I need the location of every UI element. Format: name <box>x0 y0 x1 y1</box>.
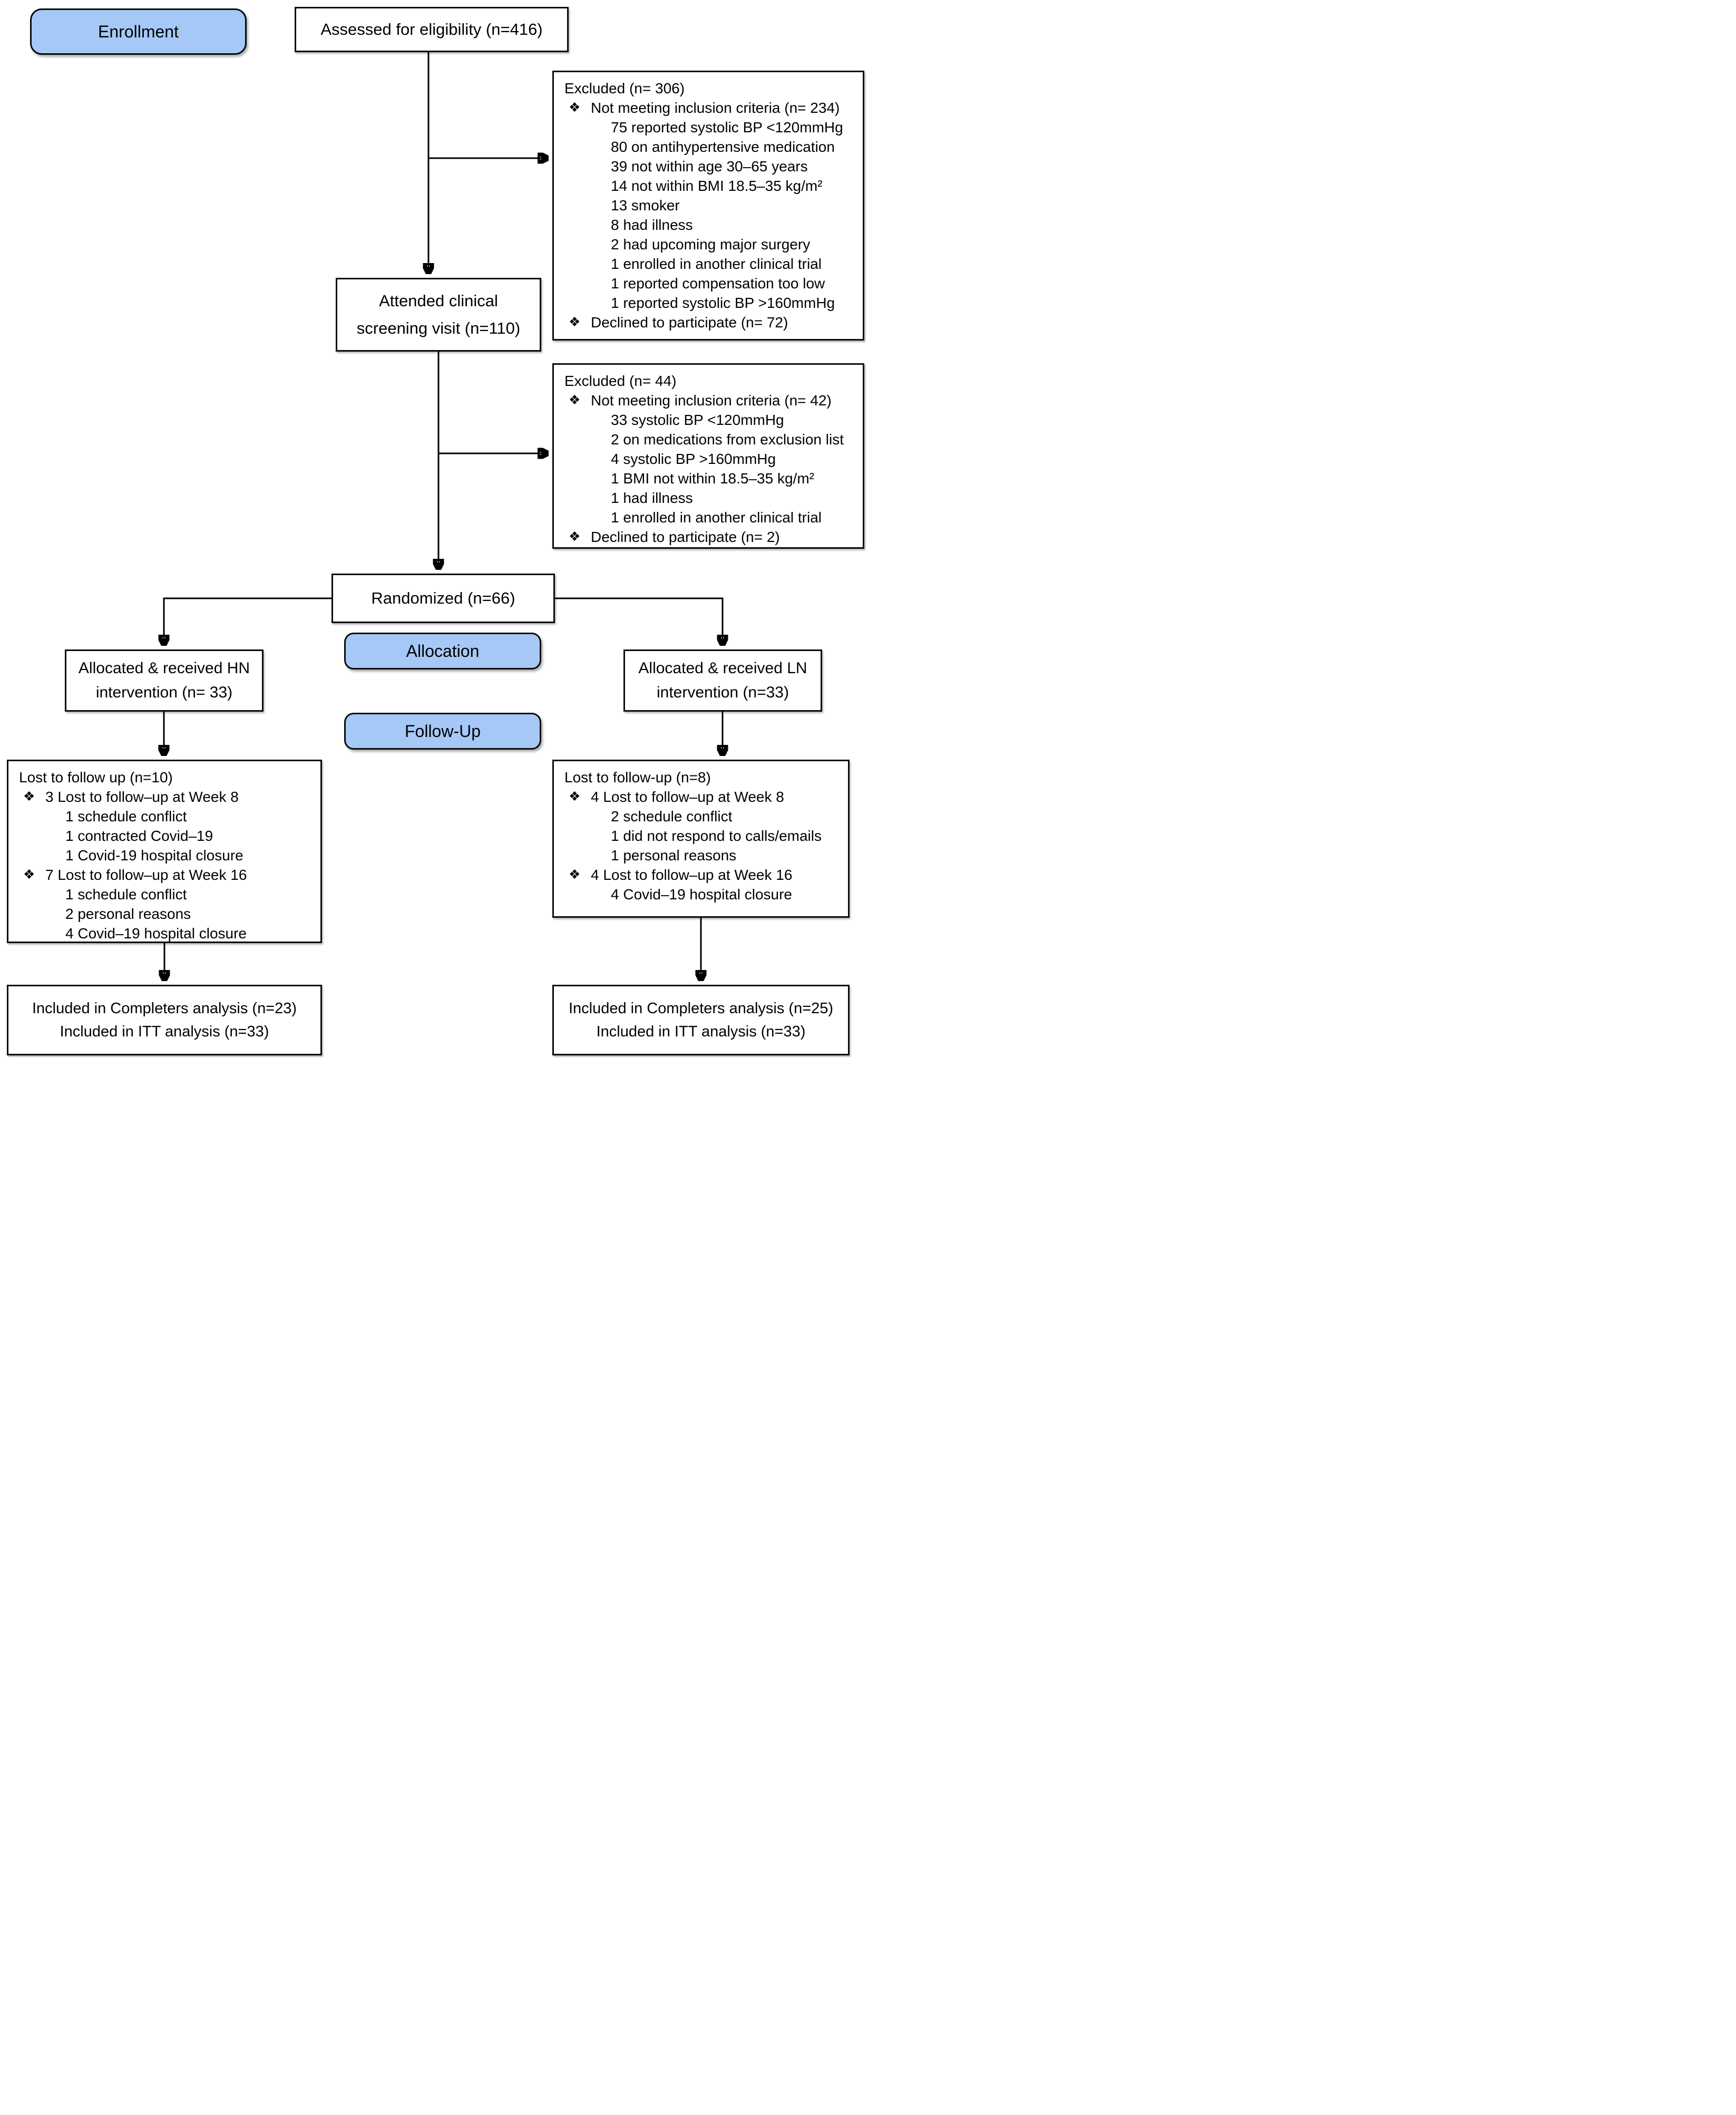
band-enrollment: Enrollment <box>30 8 247 55</box>
bullet-icon: ❖ <box>23 789 35 804</box>
excluded-2-title: Excluded (n= 44) <box>564 373 677 389</box>
box-allocated-ln-line2: intervention (n=33) <box>657 684 789 701</box>
box-lost-right: Lost to follow-up (n=8) ❖ 4 Lost to follo… <box>552 760 850 918</box>
arrow-randomized-to-alloc-left <box>164 597 331 644</box>
box-allocated-hn-line1: Allocated & received HN <box>78 659 250 677</box>
lost-right-item: 1 personal reasons <box>611 847 737 864</box>
box-analysis-left: Included in Completers analysis (n=23) I… <box>7 985 322 1055</box>
excluded-1-item: 8 had illness <box>611 217 693 233</box>
lost-left-item: 1 Covid-19 hospital closure <box>65 847 243 864</box>
box-allocated-ln-line1: Allocated & received LN <box>638 659 807 677</box>
lost-left-item: 1 schedule conflict <box>65 808 187 824</box>
bullet-icon: ❖ <box>569 100 581 115</box>
excluded-2-item: 1 enrolled in another clinical trial <box>611 509 822 526</box>
box-allocated-ln: Allocated & received LN intervention (n=… <box>623 649 822 712</box>
excluded-1-item: 13 smoker <box>611 197 680 214</box>
excluded-1-item: 1 reported systolic BP >160mmHg <box>611 295 835 311</box>
lost-right-item: 4 Covid–19 hospital closure <box>611 886 792 903</box>
band-enrollment-label: Enrollment <box>98 22 179 41</box>
excluded-1-item: 1 enrolled in another clinical trial <box>611 256 822 272</box>
excluded-1-item: 75 reported systolic BP <120mmHg <box>611 119 843 135</box>
box-excluded-2: Excluded (n= 44) ❖ Not meeting inclusion … <box>552 363 864 549</box>
excluded-1-item: Declined to participate (n= 72) <box>591 314 788 331</box>
excluded-1-item: 14 not within BMI 18.5–35 kg/m² <box>611 178 823 194</box>
box-randomized: Randomized (n=66) <box>331 574 555 623</box>
excluded-2-item: 33 systolic BP <120mmHg <box>611 412 784 428</box>
excluded-2-item: 1 BMI not within 18.5–35 kg/m² <box>611 470 814 487</box>
box-randomized-label: Randomized (n=66) <box>371 589 515 607</box>
excluded-2-item: 1 had illness <box>611 490 693 506</box>
band-allocation-label: Allocation <box>406 641 480 661</box>
band-follow-up: Follow-Up <box>344 713 541 750</box>
excluded-1-title: Excluded (n= 306) <box>564 80 685 96</box>
box-analysis-right-line2: Included in ITT analysis (n=33) <box>596 1023 806 1040</box>
box-analysis-right: Included in Completers analysis (n=25) I… <box>552 985 850 1055</box>
box-lost-left: Lost to follow up (n=10) ❖ 3 Lost to foll… <box>7 760 322 943</box>
box-attended-screening: Attended clinical screening visit (n=110… <box>336 278 541 352</box>
lost-right-item: 4 Lost to follow–up at Week 8 <box>591 789 784 805</box>
bullet-icon: ❖ <box>569 789 581 804</box>
excluded-1-item: 1 reported compensation too low <box>611 275 825 292</box>
bullet-icon: ❖ <box>23 867 35 882</box>
lost-left-item: 7 Lost to follow–up at Week 16 <box>45 867 247 883</box>
lost-left-item: 4 Covid–19 hospital closure <box>65 925 247 942</box>
lost-right-item: 1 did not respond to calls/emails <box>611 828 822 844</box>
box-analysis-left-line2: Included in ITT analysis (n=33) <box>60 1023 269 1040</box>
band-allocation: Allocation <box>344 633 541 670</box>
box-attended-line2: screening visit (n=110) <box>356 319 521 337</box>
consort-flow-diagram: Enrollment Assessed for eligibility (n=4… <box>0 0 868 1058</box>
lost-right-item: 4 Lost to follow–up at Week 16 <box>591 867 793 883</box>
bullet-icon: ❖ <box>569 529 581 544</box>
excluded-1-item: 39 not within age 30–65 years <box>611 158 808 174</box>
excluded-2-item: 4 systolic BP >160mmHg <box>611 451 776 467</box>
excluded-1-item: 2 had upcoming major surgery <box>611 236 811 253</box>
band-follow-up-label: Follow-Up <box>404 721 481 741</box>
box-allocated-hn-line2: intervention (n= 33) <box>95 684 233 701</box>
excluded-2-item: Not meeting inclusion criteria (n= 42) <box>591 392 832 409</box>
box-attended-line1: Attended clinical <box>379 292 498 310</box>
lost-left-title: Lost to follow up (n=10) <box>19 769 173 785</box>
box-assessed: Assessed for eligibility (n=416) <box>295 7 569 52</box>
bullet-icon: ❖ <box>569 867 581 882</box>
excluded-1-item: Not meeting inclusion criteria (n= 234) <box>591 100 840 116</box>
box-excluded-1: Excluded (n= 306) ❖ Not meeting inclusion… <box>552 71 864 341</box>
box-analysis-right-line1: Included in Completers analysis (n=25) <box>568 1000 834 1017</box>
bullet-icon: ❖ <box>569 393 581 408</box>
excluded-2-item: Declined to participate (n= 2) <box>591 529 780 545</box>
excluded-1-item: 80 on antihypertensive medication <box>611 139 835 155</box>
lost-right-title: Lost to follow-up (n=8) <box>564 769 711 785</box>
bullet-icon: ❖ <box>569 315 581 329</box>
box-analysis-left-line1: Included in Completers analysis (n=23) <box>32 1000 297 1017</box>
connector-arrows <box>0 52 868 1058</box>
lost-left-item: 2 personal reasons <box>65 906 191 922</box>
lost-left-item: 1 contracted Covid–19 <box>65 828 213 844</box>
lost-left-item: 1 schedule conflict <box>65 886 187 903</box>
box-assessed-label: Assessed for eligibility (n=416) <box>320 20 543 38</box>
excluded-2-item: 2 on medications from exclusion list <box>611 431 844 448</box>
lost-left-item: 3 Lost to follow–up at Week 8 <box>45 789 239 805</box>
box-allocated-hn: Allocated & received HN intervention (n=… <box>65 649 264 712</box>
lost-right-item: 2 schedule conflict <box>611 808 733 824</box>
arrow-randomized-to-alloc-right <box>555 597 723 644</box>
